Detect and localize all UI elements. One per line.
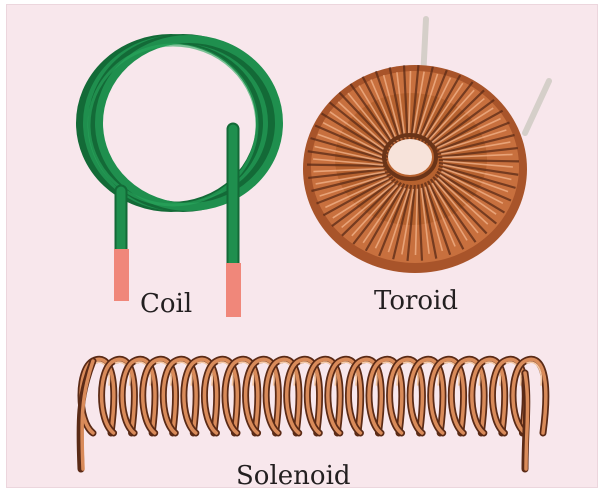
toroid-label: Toroid xyxy=(374,288,458,314)
figure-panel: Coil Toroid Solenoid xyxy=(6,4,598,488)
solenoid-label: Solenoid xyxy=(236,463,351,489)
coil-label: Coil xyxy=(140,291,192,317)
